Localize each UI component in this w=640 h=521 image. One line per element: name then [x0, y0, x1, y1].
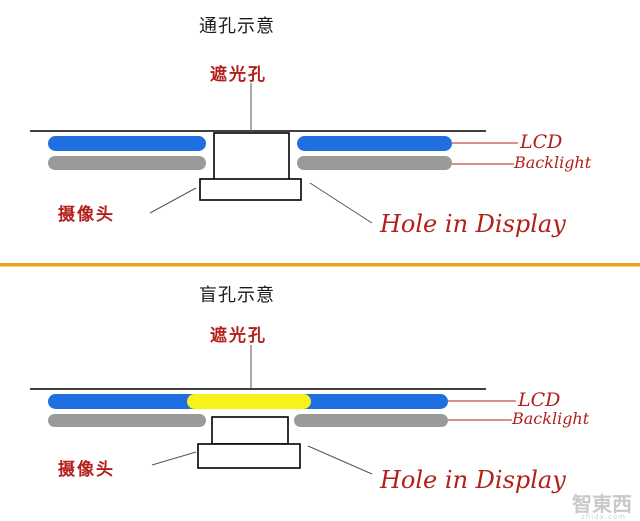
bottom-hole-leader	[307, 445, 373, 475]
watermark-url: zhidx.com	[581, 513, 626, 521]
top-camera-base	[199, 178, 302, 201]
bottom-backlight-right	[294, 414, 448, 427]
bottom-aperture-label: 遮光孔	[210, 326, 267, 346]
bottom-blind-hole-fill	[187, 394, 311, 409]
bottom-backlight-label: Backlight	[512, 409, 590, 428]
top-lcd-label: LCD	[520, 131, 563, 153]
top-backlight-left	[48, 156, 206, 170]
bottom-camera-base	[197, 443, 301, 469]
top-lcd-right	[297, 136, 452, 151]
top-camera-leader	[149, 187, 197, 214]
bottom-lcd-left	[48, 394, 216, 409]
top-backlight-right	[297, 156, 452, 170]
bottom-camera-lens	[211, 416, 289, 445]
top-hole-leader	[309, 182, 373, 224]
top-backlight-label: Backlight	[514, 153, 592, 172]
top-camera-label: 摄像头	[58, 205, 115, 225]
bottom-camera-leader	[151, 451, 197, 466]
bottom-lcd-label: LCD	[518, 389, 561, 411]
bottom-lcd-right	[285, 394, 448, 409]
bottom-camera-label: 摄像头	[58, 460, 115, 480]
top-camera-lens	[213, 132, 290, 181]
section-divider	[0, 263, 640, 267]
through-hole-title: 通孔示意	[199, 16, 275, 37]
watermark-logo: 智東西	[572, 492, 632, 516]
blind-hole-title: 盲孔示意	[199, 285, 275, 306]
top-aperture-label: 遮光孔	[210, 65, 267, 85]
top-hole-label: Hole in Display	[380, 210, 566, 238]
top-lcd-left	[48, 136, 206, 151]
bottom-backlight-left	[48, 414, 206, 427]
bottom-hole-label: Hole in Display	[380, 466, 566, 494]
